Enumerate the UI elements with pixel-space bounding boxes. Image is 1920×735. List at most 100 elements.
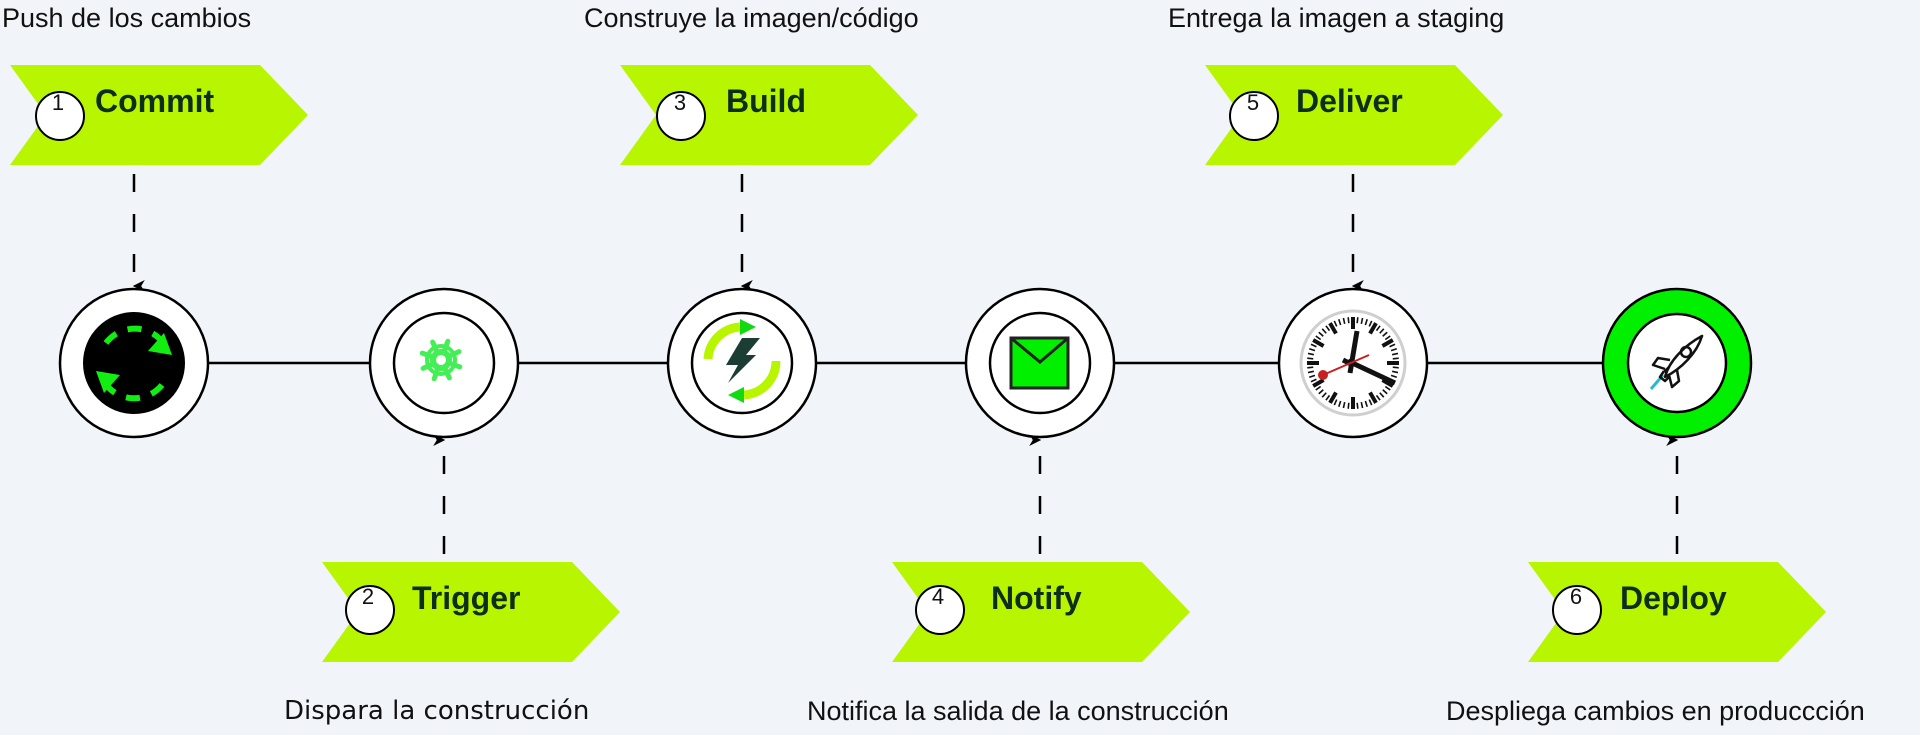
clock-tick — [1368, 322, 1378, 335]
step-1-description: Push de los cambios — [2, 3, 252, 33]
step-number: 6 — [1570, 584, 1582, 609]
clock-tick — [1382, 331, 1388, 337]
sync-arrows-icon — [83, 312, 185, 414]
clock-tick — [1333, 320, 1338, 327]
clock-tick — [1307, 370, 1315, 374]
step-2-tag[interactable]: 2 Trigger — [322, 562, 620, 662]
tag-shape — [620, 65, 918, 165]
clock-tick — [1356, 317, 1359, 324]
clock-tick — [1333, 399, 1338, 406]
clock-tick — [1391, 352, 1399, 356]
step-number: 5 — [1247, 90, 1259, 115]
step-number-badge — [345, 585, 395, 635]
step-2-description: Dispara la construcción — [284, 696, 590, 726]
step-label: Commit — [95, 83, 214, 119]
clock-tick — [1338, 400, 1342, 407]
step-5-description: Entrega la imagen a staging — [1168, 3, 1505, 33]
clock-tick — [1321, 392, 1327, 398]
clock-tick — [1315, 385, 1322, 391]
clock-tick — [1315, 335, 1322, 341]
clock-tick — [1392, 357, 1399, 360]
clock-tick — [1310, 343, 1317, 348]
clock-tick — [1312, 378, 1325, 388]
step-label: Deliver — [1296, 83, 1403, 119]
clock-tick — [1379, 392, 1385, 398]
clock-tick — [1347, 402, 1350, 409]
clock-tick — [1368, 391, 1378, 404]
step-number: 1 — [52, 90, 64, 115]
clock-tick — [1390, 374, 1397, 378]
clock-tick — [1307, 357, 1314, 360]
step-4-description: Notifica la salida de la construcción — [807, 696, 1229, 726]
step-3-description: Construye la imagen/código — [584, 3, 919, 33]
clock-tick — [1368, 320, 1373, 327]
step-label: Build — [726, 83, 806, 119]
step-1-node[interactable] — [58, 287, 210, 439]
clock-tick — [1360, 401, 1364, 409]
clock-tick — [1325, 394, 1331, 401]
step-number: 2 — [362, 584, 374, 609]
step-number-badge — [1229, 91, 1279, 141]
clock-tick — [1328, 391, 1338, 404]
clock-tick — [1318, 389, 1324, 395]
step-6-description: Despliega cambios en produccción — [1446, 696, 1865, 726]
clock-tick — [1384, 335, 1391, 341]
clock-tick — [1389, 343, 1396, 348]
clock-tick — [1364, 400, 1368, 407]
rocket-icon — [1649, 334, 1704, 390]
clock-tick — [1379, 328, 1385, 334]
clock-tick — [1309, 374, 1316, 378]
lightning-refresh-icon — [703, 319, 781, 403]
clock-tick — [1391, 370, 1399, 374]
clock-tick — [1309, 348, 1316, 352]
clock-tick — [1342, 401, 1346, 409]
tag-shape — [10, 65, 308, 165]
clock-tick — [1307, 366, 1314, 369]
step-1-tag[interactable]: 1 Commit — [10, 65, 308, 165]
step-3-node[interactable] — [666, 287, 818, 439]
clock-tick — [1360, 317, 1364, 325]
clock-tick — [1318, 331, 1324, 337]
clock-tick — [1325, 325, 1331, 332]
step-6-node[interactable] — [1601, 287, 1753, 439]
clock-tick — [1381, 338, 1394, 348]
gear-icon — [419, 338, 463, 382]
clock-tick — [1307, 352, 1315, 356]
step-number: 4 — [932, 584, 944, 609]
step-3-tag[interactable]: 3 Build — [620, 65, 918, 165]
step-number-badge — [35, 91, 85, 141]
clock-tick — [1321, 328, 1327, 334]
clock-tick — [1375, 325, 1381, 332]
step-5-tag[interactable]: 5 Deliver — [1205, 65, 1503, 165]
step-number: 3 — [674, 90, 686, 115]
clock-tick — [1368, 399, 1373, 406]
clock-tick — [1392, 366, 1399, 369]
envelope-icon — [1009, 336, 1070, 390]
clock-tick — [1381, 378, 1394, 388]
step-number-badge — [656, 91, 706, 141]
clock-tick — [1312, 338, 1325, 348]
clock-tick — [1342, 317, 1346, 325]
clock-tick — [1347, 317, 1350, 324]
clock-tick — [1382, 389, 1388, 395]
step-number-badge — [915, 585, 965, 635]
clock-icon — [1299, 309, 1407, 417]
step-number-badge — [1552, 585, 1602, 635]
step-6-tag[interactable]: 6 Deploy — [1528, 562, 1826, 662]
clock-tick — [1310, 378, 1317, 383]
clock-tick — [1328, 322, 1338, 335]
step-4-node[interactable] — [964, 287, 1116, 439]
clock-tick — [1364, 319, 1368, 326]
step-4-tag[interactable]: 4 Notify — [892, 562, 1190, 662]
clock-tick — [1338, 319, 1342, 326]
step-5-node[interactable] — [1277, 287, 1429, 439]
tag-shape — [892, 562, 1190, 662]
clock-tick — [1384, 385, 1391, 391]
step-label: Trigger — [412, 580, 520, 616]
clock-tick — [1390, 348, 1397, 352]
step-2-node[interactable] — [368, 287, 520, 439]
clock-tick — [1356, 402, 1359, 409]
step-label: Deploy — [1620, 580, 1727, 616]
tag-shape — [1205, 65, 1503, 165]
